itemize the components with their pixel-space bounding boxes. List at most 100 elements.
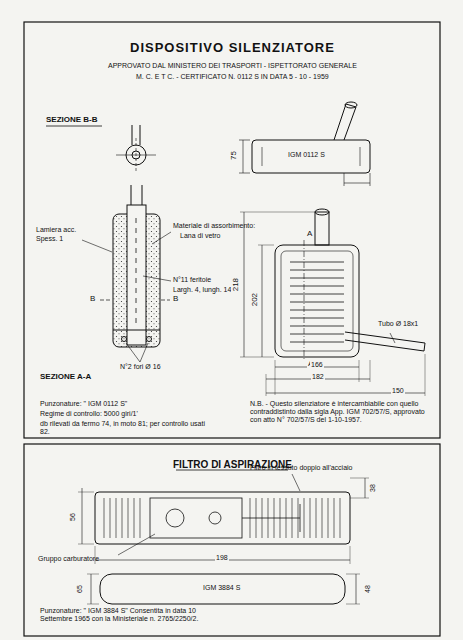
callout-text: Largh. 4, lungh. 14 [173, 286, 231, 294]
drawing-stroke [345, 102, 357, 108]
drawing-stroke [136, 258, 137, 263]
dimension: 48 [364, 585, 372, 593]
drawing-stroke [275, 360, 276, 395]
drawing-stroke [268, 498, 269, 538]
drawing-stroke [370, 173, 371, 186]
drawing-stroke [290, 302, 344, 303]
callout-text: Gruppo carburatore [38, 555, 99, 563]
drawing-stroke [322, 498, 323, 538]
drawing-stroke [340, 498, 341, 538]
note: Punzonature: " IGM 3884 S" Consentita in… [40, 607, 230, 623]
drawing-stroke [290, 334, 344, 335]
drawing-stroke [252, 140, 370, 173]
dimension: 38 [369, 484, 377, 492]
drawing-stroke [346, 574, 360, 575]
drawing-stroke [281, 251, 353, 351]
section-marker: A [307, 229, 312, 238]
section-marker: B [90, 294, 95, 303]
drawing-stroke [290, 342, 344, 343]
drawing-stroke [240, 212, 314, 213]
note: db rilevati da fermo 74, in moto 81; per… [40, 420, 210, 436]
callout-text: Spess. 1 [36, 235, 63, 243]
drawing-stroke [136, 228, 137, 233]
panel-border [24, 444, 440, 636]
callout-text: Tubo Ø 18x1 [378, 320, 418, 328]
callout-text: Lana di vetro [180, 232, 220, 240]
dimension: 65 [76, 585, 84, 593]
drawing-stroke [290, 294, 344, 295]
drawing-stroke [136, 138, 137, 172]
drawing-stroke [290, 286, 344, 287]
drawing-stroke [82, 488, 83, 544]
drawing-stroke [300, 504, 301, 532]
drawing-stroke [136, 318, 137, 323]
drawing-stroke [262, 245, 263, 357]
drawing-stroke [315, 209, 329, 215]
drawing-stroke [166, 509, 184, 527]
drawing-stroke [209, 512, 221, 524]
section-heading: SEZIONE A-A [40, 372, 91, 381]
drawing-stroke [95, 492, 350, 544]
drawing-stroke [344, 173, 345, 186]
drawing-stroke [104, 498, 105, 538]
callout-text: Filtro in tessuto doppio all'acciaio [250, 464, 353, 472]
drawing-stroke [239, 173, 250, 174]
drawing-stroke [344, 183, 370, 184]
drawing-stroke [78, 492, 94, 493]
drawing-stroke [315, 212, 329, 245]
subtitle: M. C. E T C. - CERTIFICATO N. 0112 S IN … [136, 73, 329, 81]
drawing-stroke [274, 498, 275, 538]
drawing-stroke [136, 238, 137, 243]
drawing-stroke [87, 604, 99, 605]
drawing-stroke [116, 498, 117, 538]
drawing-stroke [100, 300, 112, 301]
drawing-stroke [258, 245, 274, 246]
drawing-stroke [142, 185, 143, 205]
subtitle: APPROVATO DAL MINISTERO DEI TRASPORTI - … [108, 62, 357, 70]
callout-text: Lamiera acc. [36, 226, 76, 234]
drawing-stroke [290, 278, 344, 279]
drawing-stroke [91, 574, 92, 604]
drawing-stroke [136, 218, 137, 323]
section-bb [116, 125, 156, 172]
drawing-stroke [150, 498, 242, 538]
silencer-side-view [239, 102, 370, 186]
drawing-stroke [290, 318, 344, 319]
drawing-stroke [240, 357, 274, 358]
stamp: IGM 3884 S [203, 584, 240, 592]
dimension: 198 [215, 554, 229, 562]
drawing-stroke [360, 147, 361, 166]
drawing-stroke [256, 498, 257, 538]
drawing-stroke [310, 498, 311, 538]
dimension: 182 [311, 373, 325, 381]
drawing-stroke [143, 276, 171, 281]
drawing-stroke [140, 125, 141, 145]
dimension: 75 [228, 152, 237, 161]
drawing-stroke [136, 248, 137, 253]
drawing-stroke [140, 343, 148, 362]
drawing-stroke [136, 308, 137, 313]
drawing-stroke [126, 343, 140, 362]
drawing-stroke [345, 332, 425, 351]
drawing-stroke [262, 147, 263, 166]
drawing-stroke [290, 326, 344, 327]
drawing-stroke [262, 498, 263, 538]
note: Regime di controllo: 5000 giri/1' [40, 410, 138, 418]
drawing-stroke [136, 288, 137, 293]
drawing-stroke [122, 498, 123, 538]
drawing-stroke [286, 498, 287, 538]
callout-text: N°11 feritoie [173, 276, 211, 284]
stamp: IGM 0112 S [287, 151, 326, 159]
drawing-stroke [127, 205, 146, 345]
drawing-stroke [334, 498, 335, 538]
note: N.B. - Questo silenziatore è intercambia… [250, 400, 432, 424]
drawing-stroke [424, 343, 425, 351]
drawing-stroke [292, 474, 300, 491]
drawing-stroke [136, 298, 137, 303]
silencer-front-view [240, 209, 425, 396]
dimension: 218 [231, 277, 240, 292]
drawing-stroke [350, 478, 369, 479]
drawing-stroke [110, 498, 111, 538]
drawing-stroke [390, 333, 395, 343]
dimension: 202 [250, 292, 259, 307]
